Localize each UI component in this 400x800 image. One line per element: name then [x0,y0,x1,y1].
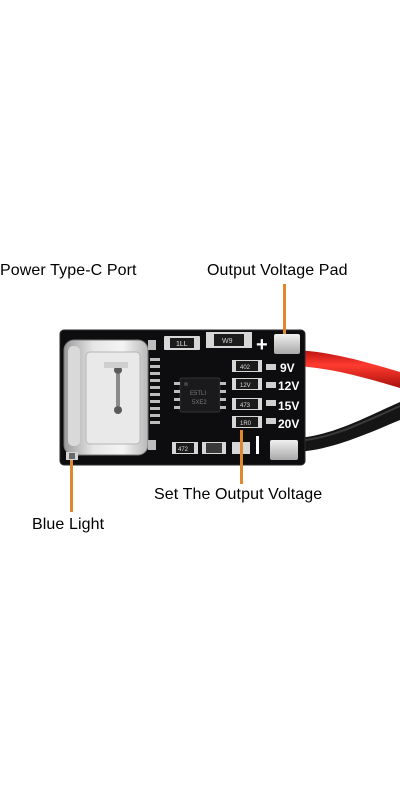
svg-text:12V: 12V [240,383,251,389]
voltage-label-15v: 15V [278,399,299,413]
voltage-label-20v: 20V [278,417,299,431]
voltage-label-9v: 9V [280,361,295,375]
controller-chip [179,377,221,413]
black-wire [296,402,400,452]
svg-text:E5TLI: E5TLI [190,391,206,397]
label-output-voltage-pad: Output Voltage Pad [207,262,348,279]
svg-text:472: 472 [178,447,189,453]
red-wire [296,350,400,388]
svg-text:1R0: 1R0 [240,421,252,427]
output-pad-positive [274,334,300,354]
leader-set-voltage [240,430,243,484]
plus-sign: + [256,334,268,356]
label-set-output-voltage: Set The Output Voltage [154,486,323,503]
label-power-type-c-port: Power Type-C Port [0,262,137,279]
svg-text:402: 402 [240,365,251,371]
label-blue-light: Blue Light [32,516,105,533]
leader-output-pad [283,284,286,334]
leader-blue-light [70,460,73,512]
svg-text:5XE2: 5XE2 [192,400,207,406]
resistor-label-1ll: 1LL [176,341,188,348]
svg-text:473: 473 [240,403,251,409]
diode-label: W9 [222,338,233,345]
voltage-label-12v: 12V [278,379,299,393]
output-pad-negative [270,440,298,460]
